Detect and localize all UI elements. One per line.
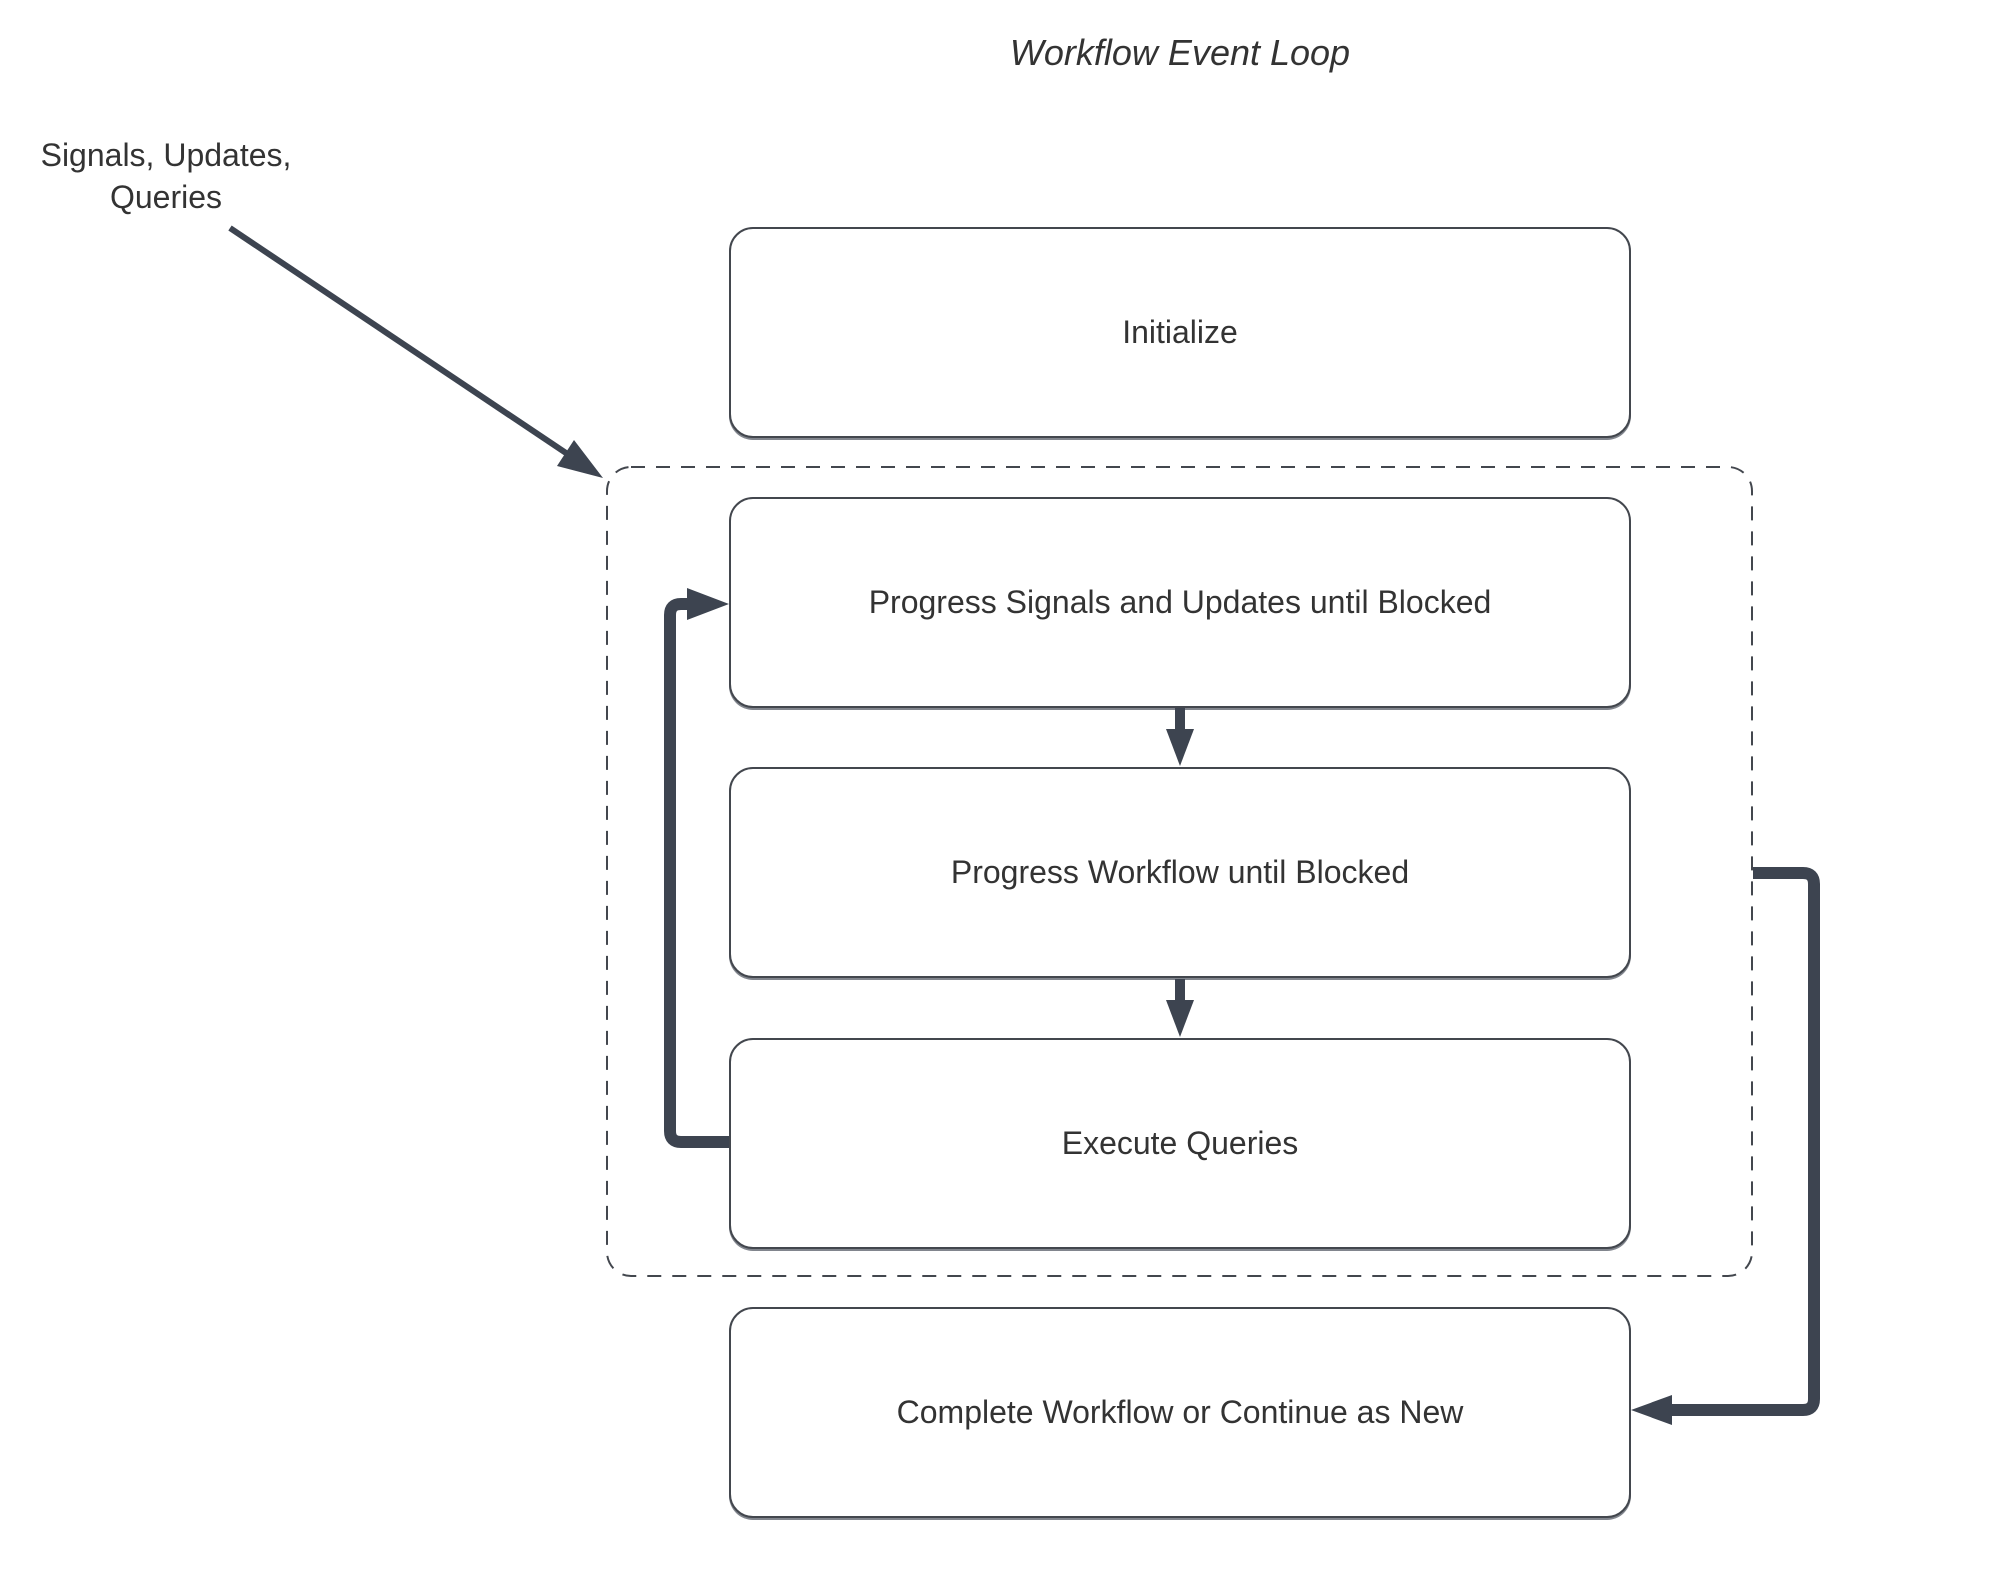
continue-as-new-arrow-line xyxy=(1672,867,1820,1416)
node-progress-workflow: Progress Workflow until Blocked xyxy=(729,767,1631,978)
node-execute-queries-label: Execute Queries xyxy=(1061,1125,1299,1161)
down-arrow-1-head-icon xyxy=(1166,729,1194,766)
incoming-signals-arrowhead-icon xyxy=(557,440,603,478)
loop-back-arrowhead-icon xyxy=(687,588,729,620)
node-initialize: Initialize xyxy=(729,227,1631,438)
signals-label-line2: Queries xyxy=(109,179,223,215)
incoming-signals-arrow xyxy=(228,225,603,478)
node-initialize-label: Initialize xyxy=(1122,314,1238,350)
incoming-signals-arrow-line xyxy=(228,225,568,456)
loop-back-arrow-line xyxy=(664,598,729,1148)
node-progress-signals: Progress Signals and Updates until Block… xyxy=(729,497,1631,708)
node-progress-signals-label: Progress Signals and Updates until Block… xyxy=(868,584,1492,620)
continue-as-new-arrow xyxy=(1631,867,1820,1425)
node-execute-queries: Execute Queries xyxy=(729,1038,1631,1249)
continue-as-new-arrowhead-icon xyxy=(1631,1395,1672,1425)
diagram-title: Workflow Event Loop xyxy=(1009,32,1351,73)
node-complete-workflow: Complete Workflow or Continue as New xyxy=(729,1307,1631,1518)
signals-label-line1: Signals, Updates, xyxy=(40,137,292,173)
node-progress-workflow-label: Progress Workflow until Blocked xyxy=(950,854,1410,890)
node-complete-workflow-label: Complete Workflow or Continue as New xyxy=(896,1394,1464,1430)
loop-back-arrow xyxy=(664,588,729,1148)
down-arrow-signals-to-workflow xyxy=(1166,708,1194,766)
down-arrow-2-head-icon xyxy=(1166,1000,1194,1037)
signals-updates-queries-label: Signals, Updates, Queries xyxy=(18,134,314,218)
down-arrow-workflow-to-queries xyxy=(1166,979,1194,1037)
